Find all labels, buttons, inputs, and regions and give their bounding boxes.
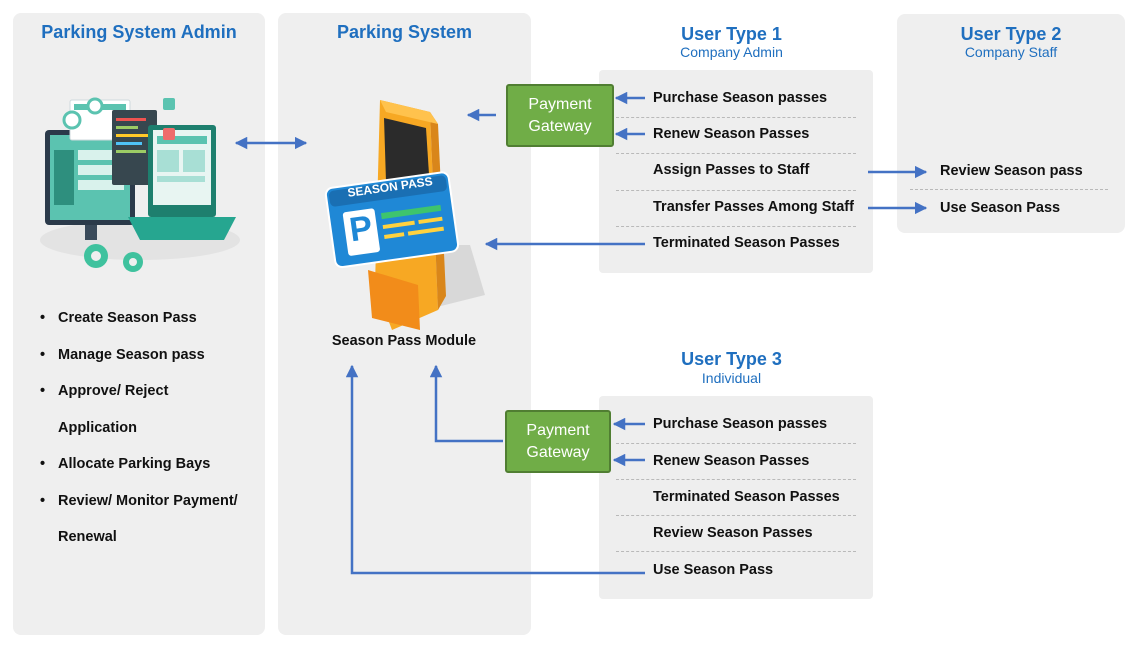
ut2-item-use: Use Season Pass <box>940 200 1061 216</box>
ut1-sep-3 <box>616 190 856 191</box>
user-type-1-title: User Type 1 <box>681 24 782 44</box>
payment-gateway-2: Payment Gateway <box>505 410 611 473</box>
ut1-item-assign: Assign Passes to Staff <box>653 162 810 178</box>
ut3-item-use: Use Season Pass <box>653 562 774 578</box>
admin-item-approve: Approve/ Reject <box>40 373 238 410</box>
admin-item-create: Create Season Pass <box>40 300 238 337</box>
ut3-item-review: Review Season Passes <box>653 525 813 541</box>
system-panel <box>278 13 531 635</box>
ut3-item-purchase: Purchase Season passes <box>653 416 828 432</box>
payment-gateway-1-line1: Payment <box>528 96 592 113</box>
ut1-item-terminated: Terminated Season Passes <box>653 235 840 251</box>
season-pass-module-label: Season Pass Module <box>331 333 477 349</box>
admin-item-review: Review/ Monitor Payment/ <box>40 483 238 520</box>
admin-panel-title: Parking System Admin <box>41 22 237 42</box>
ut3-sep-1 <box>616 443 856 444</box>
ut1-item-purchase: Purchase Season passes <box>653 90 828 106</box>
user-type-3-title: User Type 3 <box>681 349 782 369</box>
ut2-item-review: Review Season pass <box>940 163 1083 179</box>
admin-item-allocate: Allocate Parking Bays <box>40 446 238 483</box>
admin-item-approve-cont: Application <box>58 419 137 436</box>
ut1-item-transfer: Transfer Passes Among Staff <box>653 199 854 215</box>
admin-item-manage: Manage Season pass <box>40 337 238 374</box>
ut2-sep-1 <box>910 189 1108 190</box>
payment-gateway-1-line2: Gateway <box>528 118 592 135</box>
payment-gateway-2-line2: Gateway <box>526 444 590 461</box>
season-pass-card-letter: P <box>347 208 375 250</box>
ut3-item-terminated: Terminated Season Passes <box>653 489 840 505</box>
payment-gateway-2-line1: Payment <box>526 422 590 439</box>
ut3-sep-3 <box>616 515 856 516</box>
user-type-1-list <box>599 70 873 273</box>
admin-feature-list: Create Season Pass Manage Season pass Ap… <box>40 300 238 556</box>
user-type-1-subtitle: Company Admin <box>680 44 783 60</box>
ut1-item-renew: Renew Season Passes <box>653 126 810 142</box>
ut3-sep-4 <box>616 551 856 552</box>
user-type-2-title: User Type 2 <box>960 24 1062 44</box>
payment-gateway-1: Payment Gateway <box>506 84 614 147</box>
ut1-sep-4 <box>616 226 856 227</box>
ut3-item-renew: Renew Season Passes <box>653 453 810 469</box>
user-type-3-subtitle: Individual <box>701 370 762 386</box>
ut1-sep-2 <box>616 153 856 154</box>
ut1-sep-1 <box>616 117 856 118</box>
ut3-sep-2 <box>616 479 856 480</box>
system-panel-title: Parking System <box>336 22 473 42</box>
user-type-2-panel <box>897 14 1125 233</box>
admin-item-review-cont: Renewal <box>58 529 117 545</box>
user-type-2-subtitle: Company Staff <box>964 44 1058 60</box>
